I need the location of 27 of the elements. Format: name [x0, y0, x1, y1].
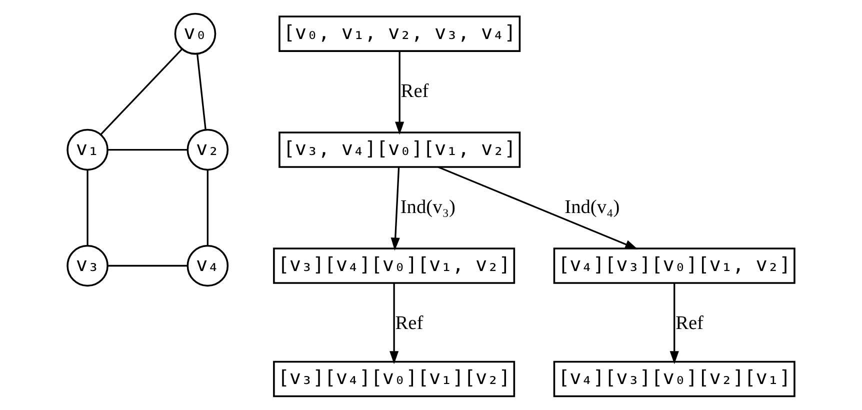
edge-label: Ref: [395, 312, 424, 334]
node-circle: v₃: [66, 244, 108, 287]
arrow: [395, 51, 404, 135]
node-circle: v₁: [66, 128, 108, 171]
node-box: [v₃, v₄][v₀][v₁, v₂]: [278, 132, 521, 168]
connector: [196, 54, 206, 130]
connector: [100, 48, 183, 135]
node-box: [v₃][v₄][v₀][v₁][v₂]: [273, 360, 516, 398]
node-circle: v₂: [186, 128, 229, 171]
edge-label: Ind(v₃): [400, 196, 456, 218]
arrow: [390, 167, 400, 251]
connector: [108, 264, 188, 267]
arrow: [438, 166, 638, 250]
arrow: [390, 283, 399, 364]
connector: [108, 148, 188, 151]
node-circle: v₄: [186, 244, 229, 287]
connector: [86, 170, 88, 246]
node-box: [v₄][v₃][v₀][v₁, v₂]: [553, 248, 796, 284]
node-box: [v₄][v₃][v₀][v₂][v₁]: [553, 360, 796, 398]
node-circle: v₀: [174, 12, 216, 55]
connector: [206, 170, 208, 246]
edge-label: Ref: [400, 80, 429, 102]
arrow: [670, 283, 679, 364]
edge-label: Ref: [676, 312, 704, 334]
node-box: [v₃][v₄][v₀][v₁, v₂]: [273, 248, 516, 284]
node-box: [v₀, v₁, v₂, v₃, v₄]: [278, 16, 521, 52]
edge-label: Ind(v₄): [564, 196, 620, 218]
